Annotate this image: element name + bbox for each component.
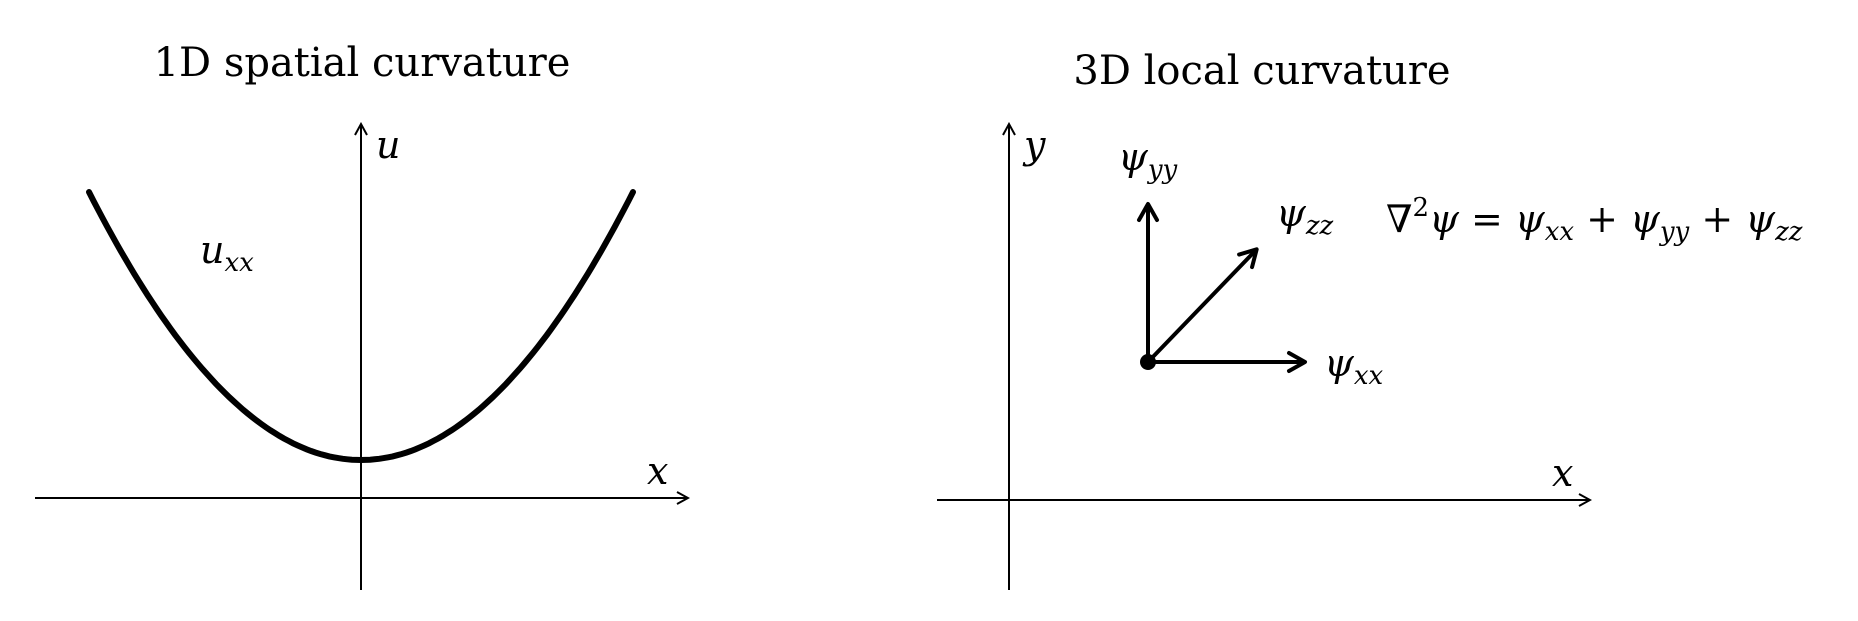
label-psi-yy: ψyy [1118,135,1178,185]
laplacian-equation: ∇2ψ = ψxx + ψyy + ψzz [1386,193,1803,247]
left-x-label: x [647,449,668,493]
right-y-label: y [1022,123,1046,167]
label-psi-xx: ψxx [1324,341,1383,391]
left-y-label: u [376,123,400,167]
right-x-label: x [1552,451,1573,495]
curve-label: uxx [200,228,254,278]
curvature-curve [86,189,636,464]
label-psi-zz: ψzz [1276,191,1334,241]
left-title: 1D spatial curvature [154,40,571,86]
left-panel: 1D spatial curvature x u uxx [35,40,687,590]
right-title: 3D local curvature [1073,48,1450,94]
origin-point [1140,354,1156,370]
vector-psi-zz [1146,247,1259,364]
right-panel: 3D local curvature x y ψxx ψyy ψzz ∇2ψ =… [937,48,1803,590]
